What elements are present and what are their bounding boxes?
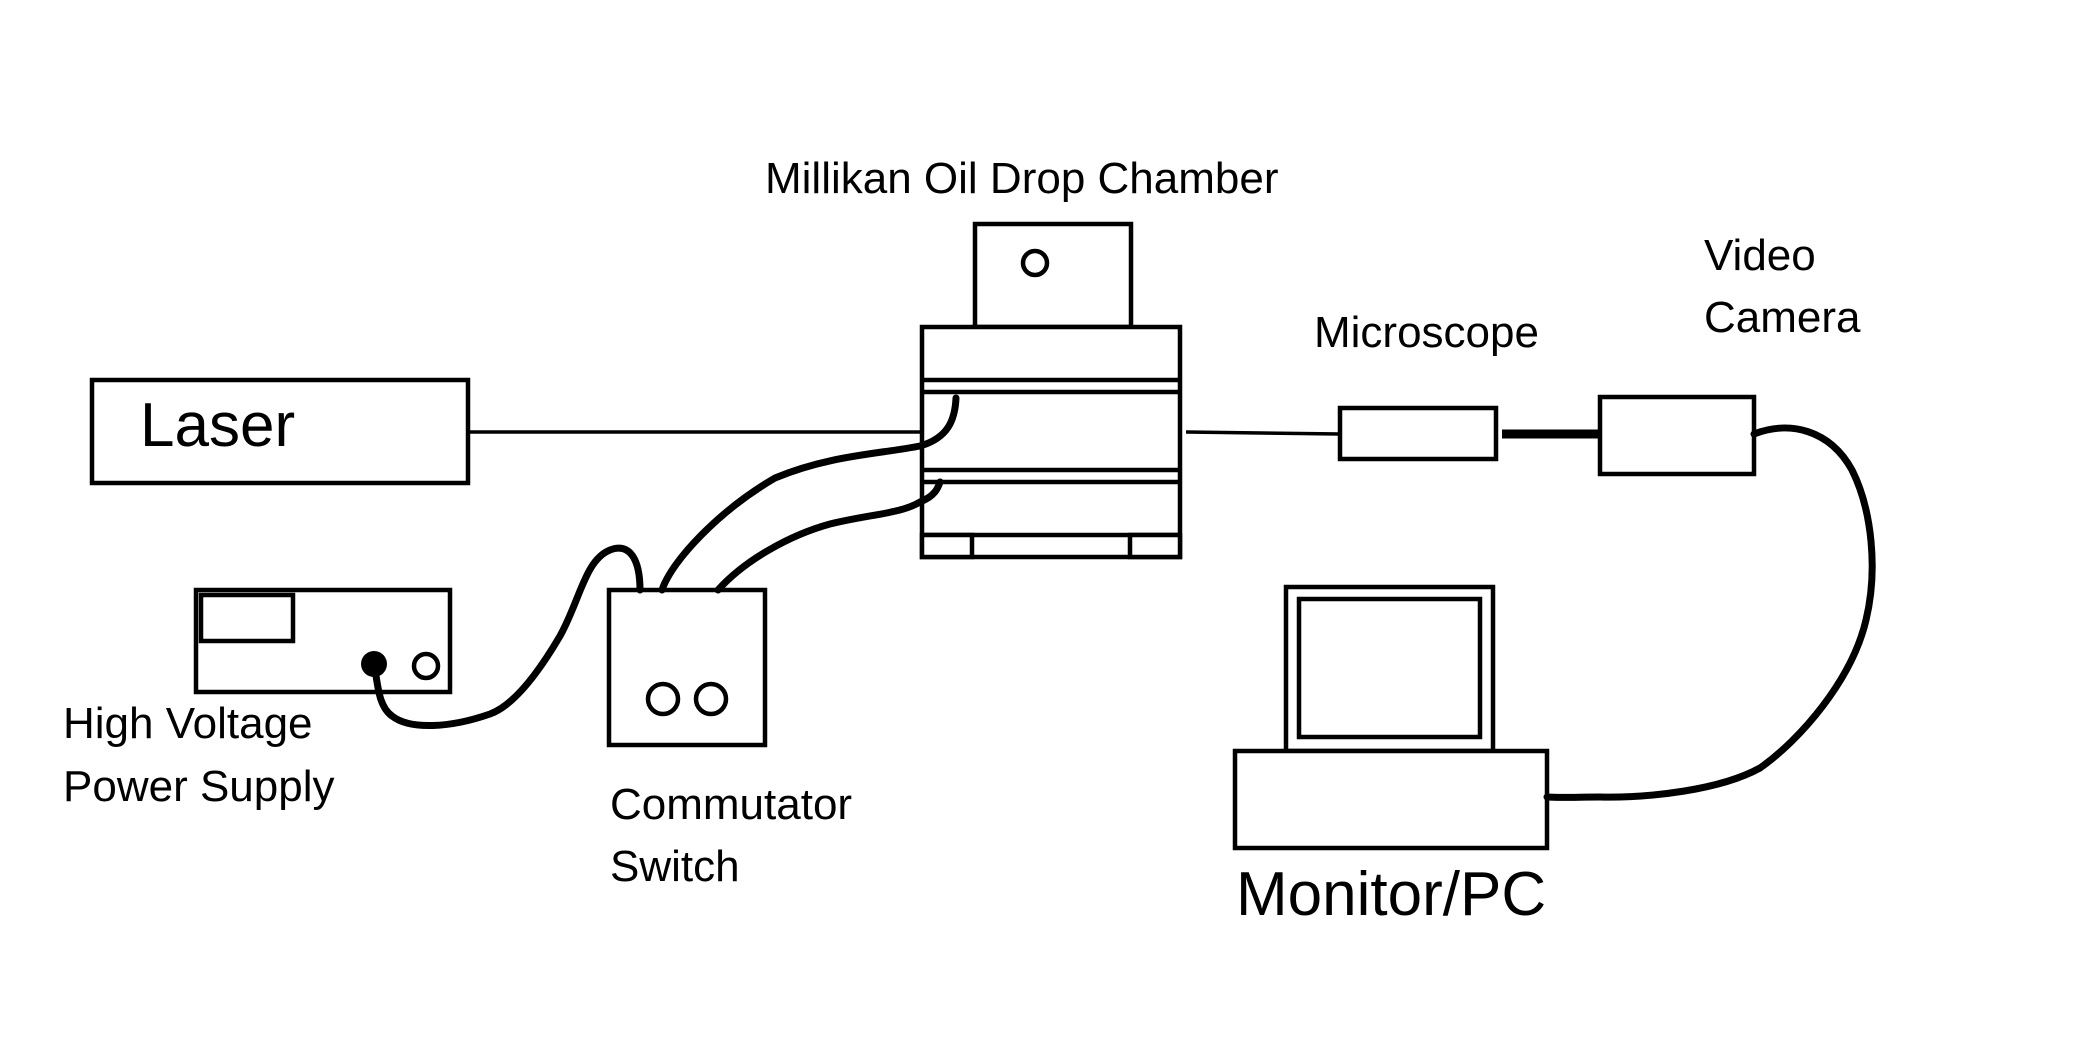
chamber-body — [919, 324, 1183, 560]
chamber-label: Millikan Oil Drop Chamber — [765, 154, 1278, 203]
laser-label: Laser — [140, 391, 295, 460]
monitor-screen-inner — [1296, 596, 1483, 740]
cable-switch-to-upper-plate — [658, 394, 960, 594]
cable-camera-to-pc — [1543, 424, 1876, 801]
commutator-switch — [606, 587, 768, 748]
pc-base — [1232, 748, 1550, 851]
chamber-foot-right — [1127, 532, 1183, 560]
video-camera — [1597, 394, 1757, 477]
chamber-top-port-icon — [1020, 248, 1050, 278]
microscope-label: Microscope — [1314, 308, 1539, 357]
cable-switch-to-lower-plate — [714, 478, 944, 594]
switch-label-line2: Switch — [610, 842, 740, 891]
hv-label-line2: Power Supply — [63, 762, 334, 811]
switch-label-line1: Commutator — [610, 780, 852, 829]
chamber-to-microscope-line — [1185, 430, 1341, 436]
camera-label-line1: Video — [1704, 231, 1816, 280]
switch-terminal-right-icon — [693, 681, 729, 717]
hv-label-line1: High Voltage — [63, 699, 313, 748]
cable-hv-to-switch — [370, 544, 644, 730]
oil-drop-chamber — [919, 221, 1183, 560]
microscope — [1337, 405, 1499, 462]
chamber-top-housing — [972, 221, 1134, 330]
monitor-label: Monitor/PC — [1236, 860, 1546, 929]
monitor-screen-outer — [1283, 584, 1496, 754]
switch-terminal-left-icon — [645, 681, 681, 717]
hv-knob-icon — [411, 651, 441, 681]
hv-display-panel — [198, 592, 296, 644]
monitor-pc — [1232, 584, 1550, 851]
laser — [89, 377, 471, 486]
chamber-foot-left — [919, 532, 975, 560]
camera-label-line2: Camera — [1704, 293, 1861, 342]
high-voltage-power-supply — [193, 587, 453, 695]
